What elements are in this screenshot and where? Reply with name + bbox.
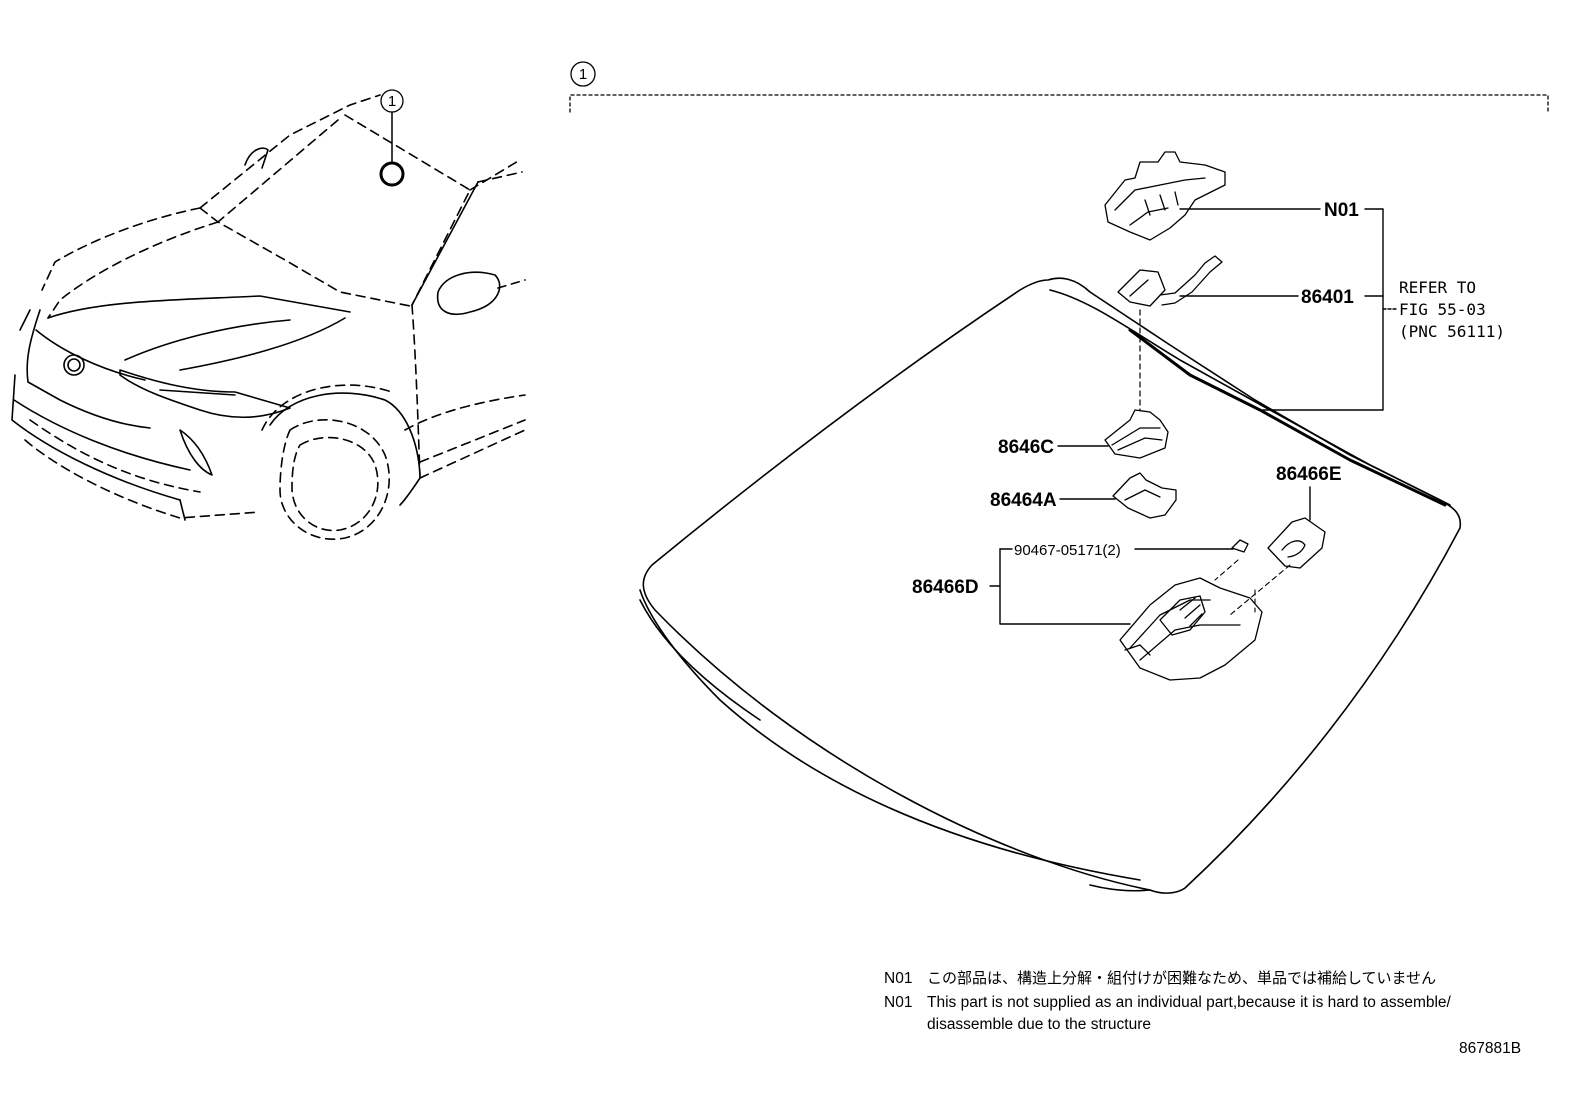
part-86466e-plate bbox=[1267, 517, 1326, 569]
assembly-callout-number: 1 bbox=[579, 66, 587, 83]
part-8646c-cover bbox=[1104, 409, 1169, 459]
refer-to-line2: FIG 55-03 bbox=[1399, 300, 1486, 319]
windshield-glass bbox=[639, 277, 1462, 894]
note-en-code: N01 bbox=[884, 994, 913, 1011]
windshield-callout-marker bbox=[379, 161, 405, 187]
refer-to-line1: REFER TO bbox=[1399, 278, 1476, 297]
note-jp-text: この部品は、構造上分解・組付けが困難なため、単品では補給していません bbox=[927, 970, 1437, 987]
part-86464a-clip bbox=[1112, 472, 1177, 519]
part-label-86466e: 86466E bbox=[1276, 464, 1342, 485]
part-label-n01: N01 bbox=[1324, 200, 1359, 221]
part-90467-clip bbox=[1231, 539, 1249, 553]
part-86466d-cover bbox=[1119, 577, 1263, 681]
assembly-bracket bbox=[569, 94, 1549, 113]
vehicle-callout-circle bbox=[380, 89, 404, 113]
refer-to-line3: (PNC 56111) bbox=[1399, 322, 1505, 341]
note-en-text-line2: disassemble due to the structure bbox=[927, 1016, 1152, 1033]
assembly-callout-circle bbox=[570, 61, 596, 87]
vehicle-illustration bbox=[11, 94, 526, 540]
figure-number: 867881B bbox=[1459, 1040, 1522, 1057]
part-86401-sensor bbox=[1117, 255, 1223, 307]
part-n01-bracket bbox=[1104, 151, 1226, 241]
part-label-8646c: 8646C bbox=[998, 437, 1054, 458]
part-label-86464a: 86464A bbox=[990, 490, 1057, 511]
vehicle-callout-number: 1 bbox=[388, 93, 396, 110]
part-label-86466d: 86466D bbox=[912, 577, 979, 598]
note-en-text-line1: This part is not supplied as an individu… bbox=[927, 994, 1451, 1011]
part-label-86401: 86401 bbox=[1301, 287, 1354, 308]
note-jp-code: N01 bbox=[884, 970, 913, 987]
part-label-90467-05171: 90467-05171(2) bbox=[1014, 542, 1121, 559]
